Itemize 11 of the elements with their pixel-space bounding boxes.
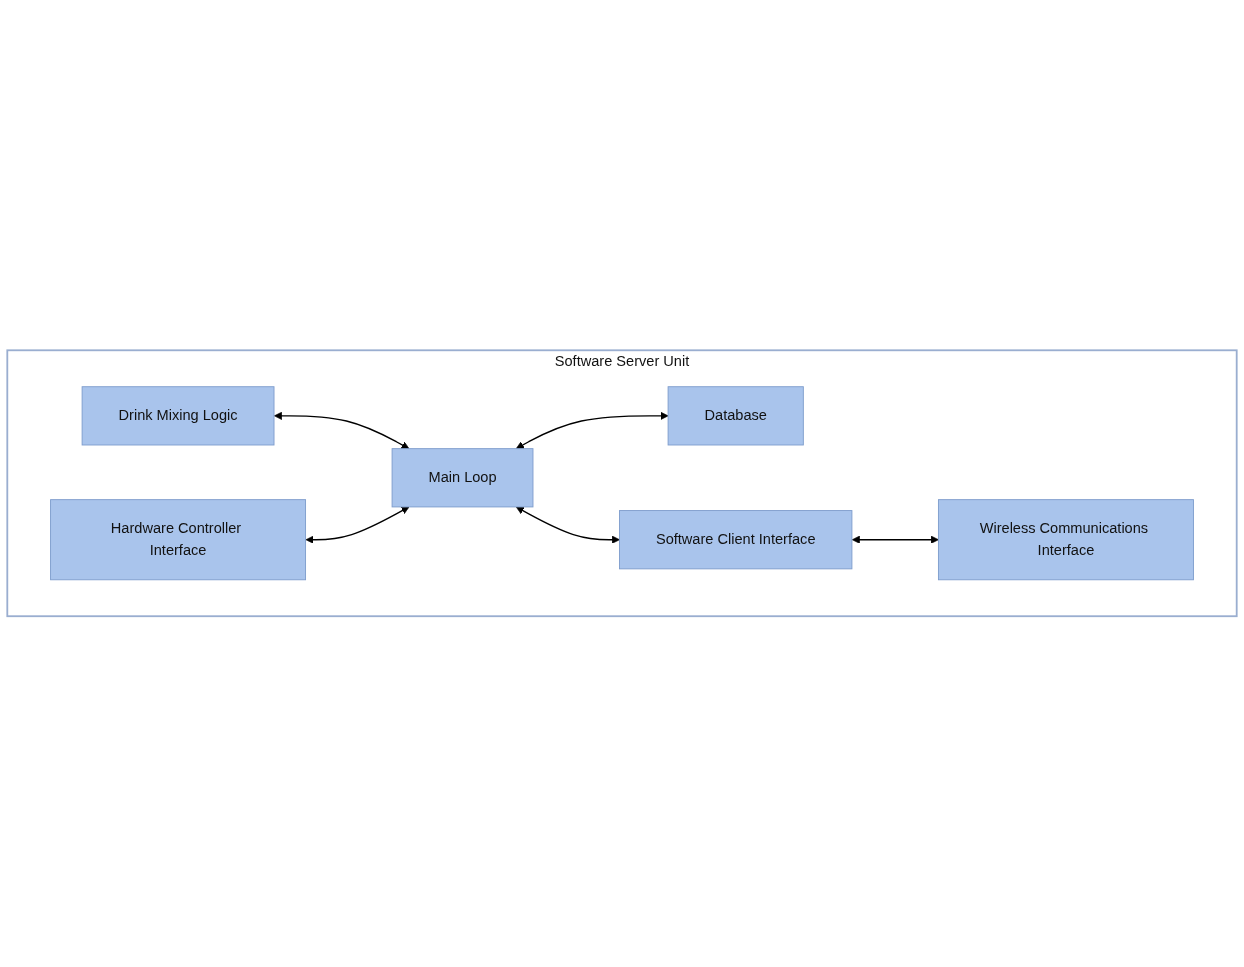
node-box: Wireless Communications Interface — [938, 499, 1194, 581]
node-box: Main Loop — [391, 448, 534, 508]
arrow — [274, 412, 410, 450]
node-box: Hardware Controller Interface — [50, 499, 306, 581]
node-box: Drink Mixing Logic — [81, 386, 275, 446]
arrow — [516, 507, 620, 544]
arrow — [305, 506, 410, 544]
node-box: Software Client Interface — [619, 510, 853, 570]
arrow — [851, 535, 939, 544]
node-box: Database — [667, 386, 804, 446]
arrow — [516, 412, 669, 450]
